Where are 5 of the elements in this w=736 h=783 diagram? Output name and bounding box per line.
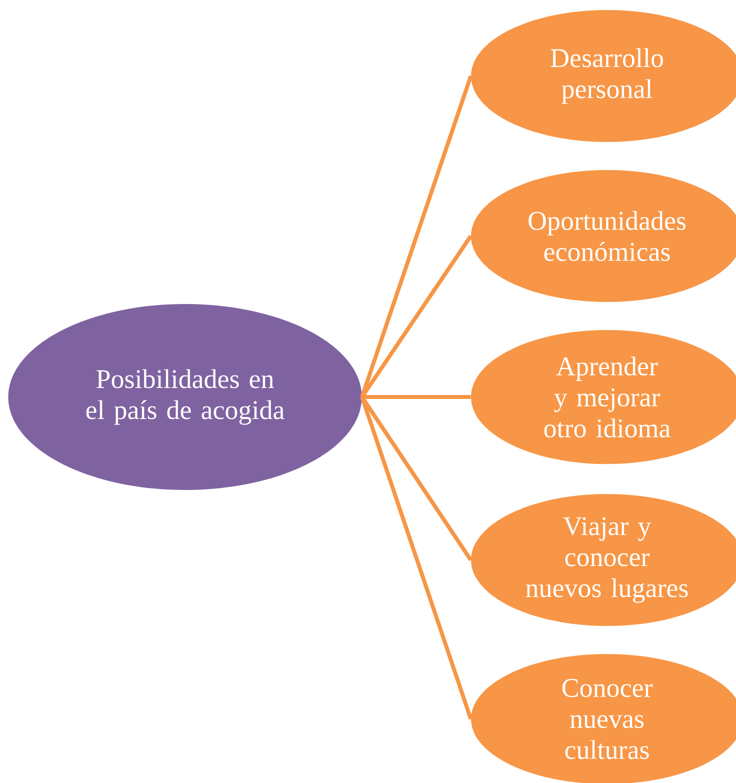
connector-line	[360, 396, 472, 562]
connector-line	[360, 75, 473, 398]
connector-line	[362, 395, 471, 399]
connector-line	[360, 396, 473, 720]
connector-line	[360, 234, 472, 398]
